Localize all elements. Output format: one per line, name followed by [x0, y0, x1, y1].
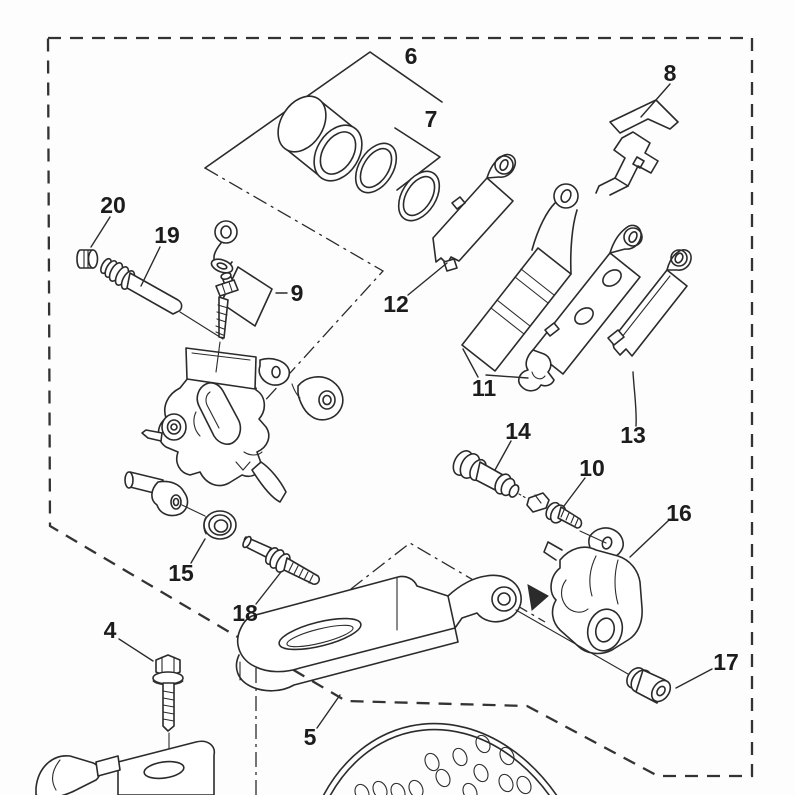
end-plug	[76, 249, 99, 269]
part-label-19: 19	[154, 222, 180, 248]
brake-disc	[300, 722, 598, 795]
piston-and-seals	[204, 51, 443, 222]
piston-seal	[354, 142, 398, 194]
pad-backing-plate-12	[432, 153, 517, 272]
part-label-12: 12	[383, 291, 409, 317]
bushing-assembly-line	[515, 609, 629, 675]
brake-pad-11	[461, 183, 579, 372]
dust-seal	[397, 170, 441, 222]
callout-labels: 4 5 6 7 8 9 10 11 12 13 14 15 16 17 18 1…	[100, 43, 739, 750]
pad-bolt	[526, 492, 583, 529]
pad-spring-clip	[595, 99, 679, 196]
pad-backing-plate-11b	[518, 224, 643, 392]
part-label-15: 15	[168, 560, 194, 586]
part-label-10: 10	[579, 455, 605, 481]
part-label-14: 14	[505, 418, 531, 444]
dust-boot	[203, 510, 237, 540]
part-label-16: 16	[666, 500, 692, 526]
phantom-bracket	[235, 574, 549, 692]
caliper-bracket	[515, 527, 643, 675]
disc-drill-holes	[354, 734, 532, 795]
bleed-screw	[215, 272, 239, 339]
clamp-wedge	[527, 584, 549, 611]
caliper-body	[124, 347, 344, 517]
part-label-9: 9	[291, 280, 304, 306]
bleed-screw-axis-line	[215, 341, 221, 373]
part-label-18: 18	[232, 600, 258, 626]
part-label-7: 7	[425, 106, 438, 132]
stud-bolt	[242, 535, 320, 585]
slide-pin	[100, 257, 224, 340]
part-label-13: 13	[620, 422, 646, 448]
callout-6-bracket	[204, 51, 443, 169]
bleed-screw-cap	[210, 220, 238, 274]
part-label-5: 5	[304, 724, 317, 750]
leader-lines	[90, 83, 713, 729]
part-label-17: 17	[713, 649, 739, 675]
caliper-piston	[277, 95, 363, 182]
pad-pin	[452, 450, 527, 499]
part-label-4: 4	[104, 617, 117, 643]
part-label-11: 11	[472, 375, 497, 401]
bolt-assembly-line	[579, 530, 607, 544]
slide-pin-axis-line	[179, 311, 224, 340]
collar-bushing	[626, 667, 672, 704]
part-label-20: 20	[100, 192, 126, 218]
mount-bolt	[152, 654, 184, 769]
diagram-border-frame	[46, 36, 754, 778]
part-label-6: 6	[405, 43, 418, 69]
part-label-8: 8	[664, 60, 677, 86]
pad-shim-13	[607, 249, 692, 357]
lower-left-bracket	[35, 740, 216, 795]
bleed-screw-group	[210, 220, 273, 373]
